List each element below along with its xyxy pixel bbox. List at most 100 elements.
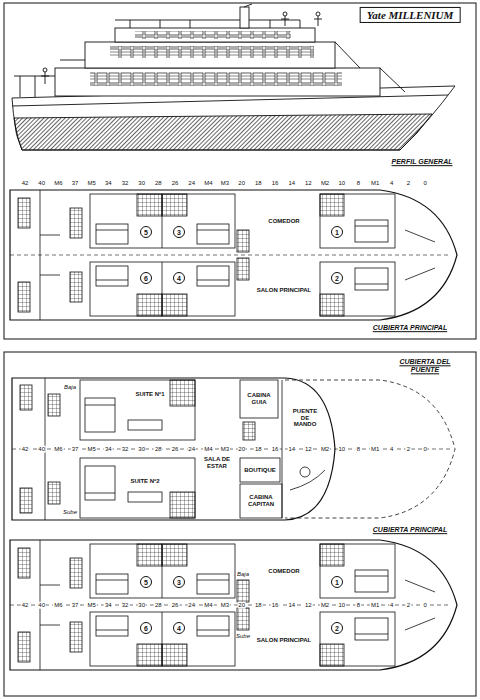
room-label: BOUTIQUE — [243, 467, 277, 474]
frame-number: 8 — [356, 180, 361, 187]
frame-number: 12 — [304, 180, 313, 187]
cabin-number-circle: 1 — [331, 576, 343, 588]
deck-title: CUBIERTA PRINCIPAL — [372, 526, 448, 534]
frame-number: 40 — [37, 602, 46, 609]
frame-number: 0 — [422, 602, 427, 609]
frame-number: 10 — [337, 446, 346, 453]
frame-number: M2 — [320, 602, 330, 609]
frame-number: 26 — [171, 446, 180, 453]
room-label: CABINA CAPITAN — [241, 494, 281, 507]
frame-number: 24 — [187, 446, 196, 453]
frame-number: M3 — [220, 180, 230, 187]
cabin-number-circle: 1 — [331, 226, 343, 238]
frame-number: 12 — [304, 446, 313, 453]
frame-number: 14 — [287, 180, 296, 187]
frame-number: M1 — [370, 180, 380, 187]
room-label: PUENTE DE MANDO — [288, 408, 322, 428]
room-label: SUITE Nº2 — [129, 478, 160, 485]
deck-title: CUBIERTA DEL PUENTE — [392, 358, 458, 373]
frame-number: 30 — [137, 602, 146, 609]
frame-number: 12 — [304, 602, 313, 609]
room-label: SALON PRINCIPAL — [256, 287, 313, 294]
stair-note: Sube — [63, 509, 77, 516]
frame-number: M2 — [320, 446, 330, 453]
frame-number: 14 — [287, 602, 296, 609]
frame-number: M6 — [53, 446, 63, 453]
frame-number: 40 — [37, 446, 46, 453]
cabin-number: 1 — [335, 579, 339, 586]
frame-number: 34 — [104, 446, 113, 453]
frame-number: 28 — [154, 602, 163, 609]
frame-number: 37 — [71, 180, 80, 187]
cabin-number-circle: 3 — [173, 226, 185, 238]
frame-number: M4 — [203, 602, 213, 609]
frame-number: 28 — [154, 446, 163, 453]
frame-number: 4 — [389, 602, 394, 609]
frame-number: 20 — [237, 180, 246, 187]
frame-number: 20 — [237, 446, 246, 453]
frame-number: 42 — [21, 446, 30, 453]
frame-number: 24 — [187, 602, 196, 609]
frame-number: 10 — [337, 602, 346, 609]
frame-number: M2 — [320, 180, 330, 187]
frame-number: 2 — [406, 602, 411, 609]
deck-title: CUBIERTA PRINCIPAL — [372, 324, 448, 332]
frame-number: 24 — [187, 180, 196, 187]
cabin-number-circle: 5 — [140, 226, 152, 238]
frame-number: 34 — [104, 602, 113, 609]
cabin-number: 3 — [177, 229, 181, 236]
cabin-number: 5 — [144, 229, 148, 236]
cabin-number: 2 — [335, 625, 339, 632]
frame-number: M5 — [87, 602, 97, 609]
frame-number: 2 — [406, 446, 411, 453]
frame-number: 40 — [37, 180, 46, 187]
frame-number: M6 — [53, 602, 63, 609]
cabin-number-circle: 2 — [331, 622, 343, 634]
frame-number: 18 — [254, 180, 263, 187]
frame-number: 32 — [121, 446, 130, 453]
cabin-number-circle: 2 — [331, 272, 343, 284]
frame-number: 2 — [406, 180, 411, 187]
room-label: COMEDOR — [267, 218, 300, 225]
frame-number: 14 — [287, 446, 296, 453]
frame-number: M5 — [87, 180, 97, 187]
cabin-number-circle: 5 — [140, 576, 152, 588]
frame-number: 18 — [254, 602, 263, 609]
frame-number: 32 — [121, 602, 130, 609]
frame-number: 26 — [171, 602, 180, 609]
stair-note: Baja — [237, 571, 249, 578]
frame-number: 18 — [254, 446, 263, 453]
frame-number: 4 — [389, 180, 394, 187]
frame-number: 8 — [356, 446, 361, 453]
room-label: COMEDOR — [267, 568, 300, 575]
frame-number: 8 — [356, 602, 361, 609]
cabin-number: 1 — [335, 229, 339, 236]
frame-number: M3 — [220, 446, 230, 453]
frame-number: M5 — [87, 446, 97, 453]
cabin-number-circle: 6 — [140, 622, 152, 634]
cabin-number: 2 — [335, 275, 339, 282]
stair-note: Baja — [64, 384, 76, 391]
cabin-number-circle: 4 — [173, 622, 185, 634]
frame-number: 42 — [21, 602, 30, 609]
frame-number: M1 — [370, 446, 380, 453]
cabin-number: 5 — [144, 579, 148, 586]
cabin-number: 6 — [144, 275, 148, 282]
frame-number: 10 — [337, 180, 346, 187]
frame-number: 20 — [237, 602, 246, 609]
frame-number: 16 — [271, 180, 280, 187]
room-label: SALA DE ESTAR — [196, 456, 238, 469]
cabin-number-circle: 4 — [173, 272, 185, 284]
room-label: SALON PRINCIPAL — [256, 637, 313, 644]
frame-number: M6 — [53, 180, 63, 187]
frame-number: 37 — [71, 602, 80, 609]
cabin-number-circle: 6 — [140, 272, 152, 284]
cabin-number: 6 — [144, 625, 148, 632]
frame-number: 0 — [422, 446, 427, 453]
frame-number: 4 — [389, 446, 394, 453]
frame-number: 28 — [154, 180, 163, 187]
frame-number: 16 — [271, 446, 280, 453]
cabin-number: 4 — [177, 625, 181, 632]
frame-number: 30 — [137, 446, 146, 453]
